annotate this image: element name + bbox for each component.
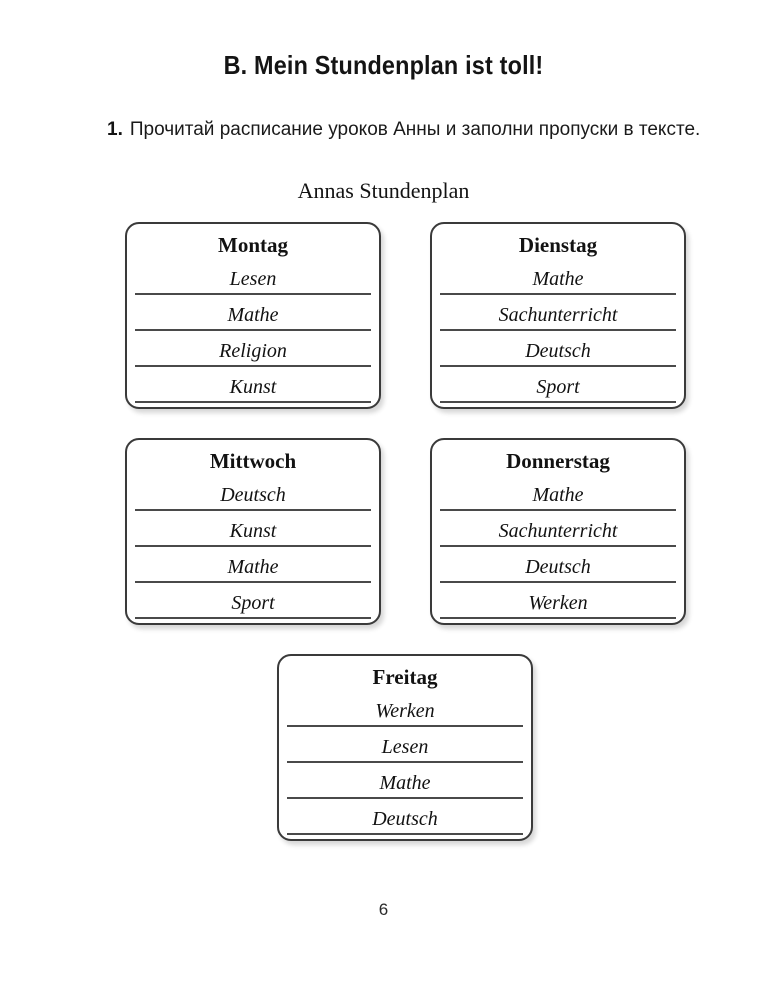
lesson-row[interactable]: Lesen [287, 727, 523, 763]
lesson-row[interactable]: Sport [135, 583, 371, 619]
lesson-label: Deutsch [220, 484, 286, 506]
lesson-list: Mathe Sachunterricht Deutsch Werken [432, 475, 684, 619]
schedule-cards: Montag Lesen Mathe Religion Kunst Dienst… [0, 222, 767, 842]
lesson-label: Deutsch [525, 556, 591, 578]
lesson-label: Deutsch [525, 340, 591, 362]
lesson-label: Mathe [227, 304, 279, 326]
schedule-heading: Annas Stundenplan [297, 178, 470, 203]
lesson-row[interactable]: Mathe [287, 763, 523, 799]
day-card-title: Mittwoch [209, 449, 297, 473]
task-number: 1. [107, 119, 123, 140]
lesson-label: Deutsch [372, 808, 438, 830]
day-card-freitag: Freitag Werken Lesen Mathe Deutsch [277, 654, 533, 841]
lesson-row[interactable]: Sachunterricht [440, 295, 676, 331]
page-title: B. Mein Stundenplan ist toll! [223, 50, 544, 80]
lesson-row[interactable]: Kunst [135, 511, 371, 547]
lesson-label: Kunst [229, 376, 277, 398]
lesson-row[interactable]: Deutsch [440, 331, 676, 367]
day-card-title: Freitag [372, 665, 438, 689]
lesson-label: Mathe [532, 484, 584, 506]
lesson-label: Sport [231, 592, 275, 614]
day-card-title: Montag [218, 233, 288, 257]
lesson-list: Werken Lesen Mathe Deutsch [279, 691, 531, 835]
day-card-dienstag: Dienstag Mathe Sachunterricht Deutsch Sp… [430, 222, 686, 409]
task-row: 1. Прочитай расписание уроков Анны и зап… [107, 116, 732, 143]
lesson-row[interactable]: Deutsch [440, 547, 676, 583]
lesson-row[interactable]: Werken [440, 583, 676, 619]
lesson-row[interactable]: Sport [440, 367, 676, 403]
page-number: 6 [378, 900, 389, 919]
lesson-row[interactable]: Deutsch [135, 475, 371, 511]
lesson-label: Sport [536, 376, 580, 398]
lesson-row[interactable]: Mathe [440, 259, 676, 295]
lesson-row[interactable]: Mathe [135, 547, 371, 583]
lesson-row[interactable]: Kunst [135, 367, 371, 403]
lesson-label: Sachunterricht [498, 304, 618, 326]
lesson-row[interactable]: Mathe [135, 295, 371, 331]
lesson-label: Werken [375, 700, 435, 722]
lesson-label: Mathe [532, 268, 584, 290]
lesson-row[interactable]: Werken [287, 691, 523, 727]
day-card-title: Dienstag [518, 233, 598, 257]
lesson-label: Werken [528, 592, 588, 614]
lesson-row[interactable]: Sachunterricht [440, 511, 676, 547]
lesson-label: Lesen [229, 268, 277, 290]
lesson-label: Mathe [379, 772, 431, 794]
lesson-row[interactable]: Mathe [440, 475, 676, 511]
day-card-mittwoch: Mittwoch Deutsch Kunst Mathe Sport [125, 438, 381, 625]
lesson-label: Mathe [227, 556, 279, 578]
day-card-donnerstag: Donnerstag Mathe Sachunterricht Deutsch … [430, 438, 686, 625]
lesson-label: Sachunterricht [498, 520, 618, 542]
task-instruction-text: Прочитай расписание уроков Анны и заполн… [129, 119, 701, 140]
lesson-row[interactable]: Deutsch [287, 799, 523, 835]
lesson-list: Mathe Sachunterricht Deutsch Sport [432, 259, 684, 403]
lesson-list: Deutsch Kunst Mathe Sport [127, 475, 379, 619]
day-card-montag: Montag Lesen Mathe Religion Kunst [125, 222, 381, 409]
lesson-row[interactable]: Religion [135, 331, 371, 367]
lesson-label: Religion [219, 340, 287, 362]
day-card-title: Donnerstag [506, 449, 610, 473]
lesson-row[interactable]: Lesen [135, 259, 371, 295]
lesson-label: Lesen [381, 736, 429, 758]
lesson-label: Kunst [229, 520, 277, 542]
task-block: 1. Прочитай расписание уроков Анны и зап… [107, 116, 732, 143]
lesson-list: Lesen Mathe Religion Kunst [127, 259, 379, 403]
